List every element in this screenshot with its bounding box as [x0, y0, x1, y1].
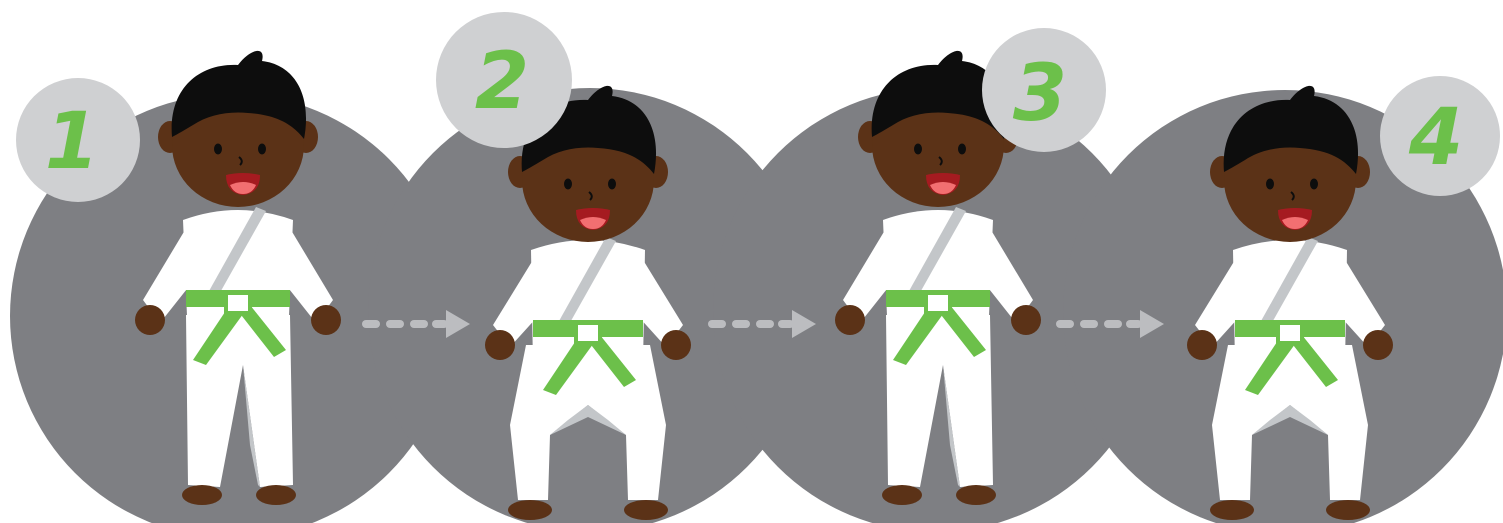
step-badge-3: 3 [982, 28, 1106, 152]
step-number-2: 2 [475, 37, 529, 127]
step-badge-1: 1 [16, 78, 140, 202]
step-number-1: 1 [45, 97, 99, 187]
step-badge-2: 2 [436, 12, 572, 148]
step-number-4: 4 [1408, 93, 1463, 183]
step-badge-4: 4 [1380, 76, 1500, 196]
step-number-3: 3 [1013, 49, 1067, 139]
